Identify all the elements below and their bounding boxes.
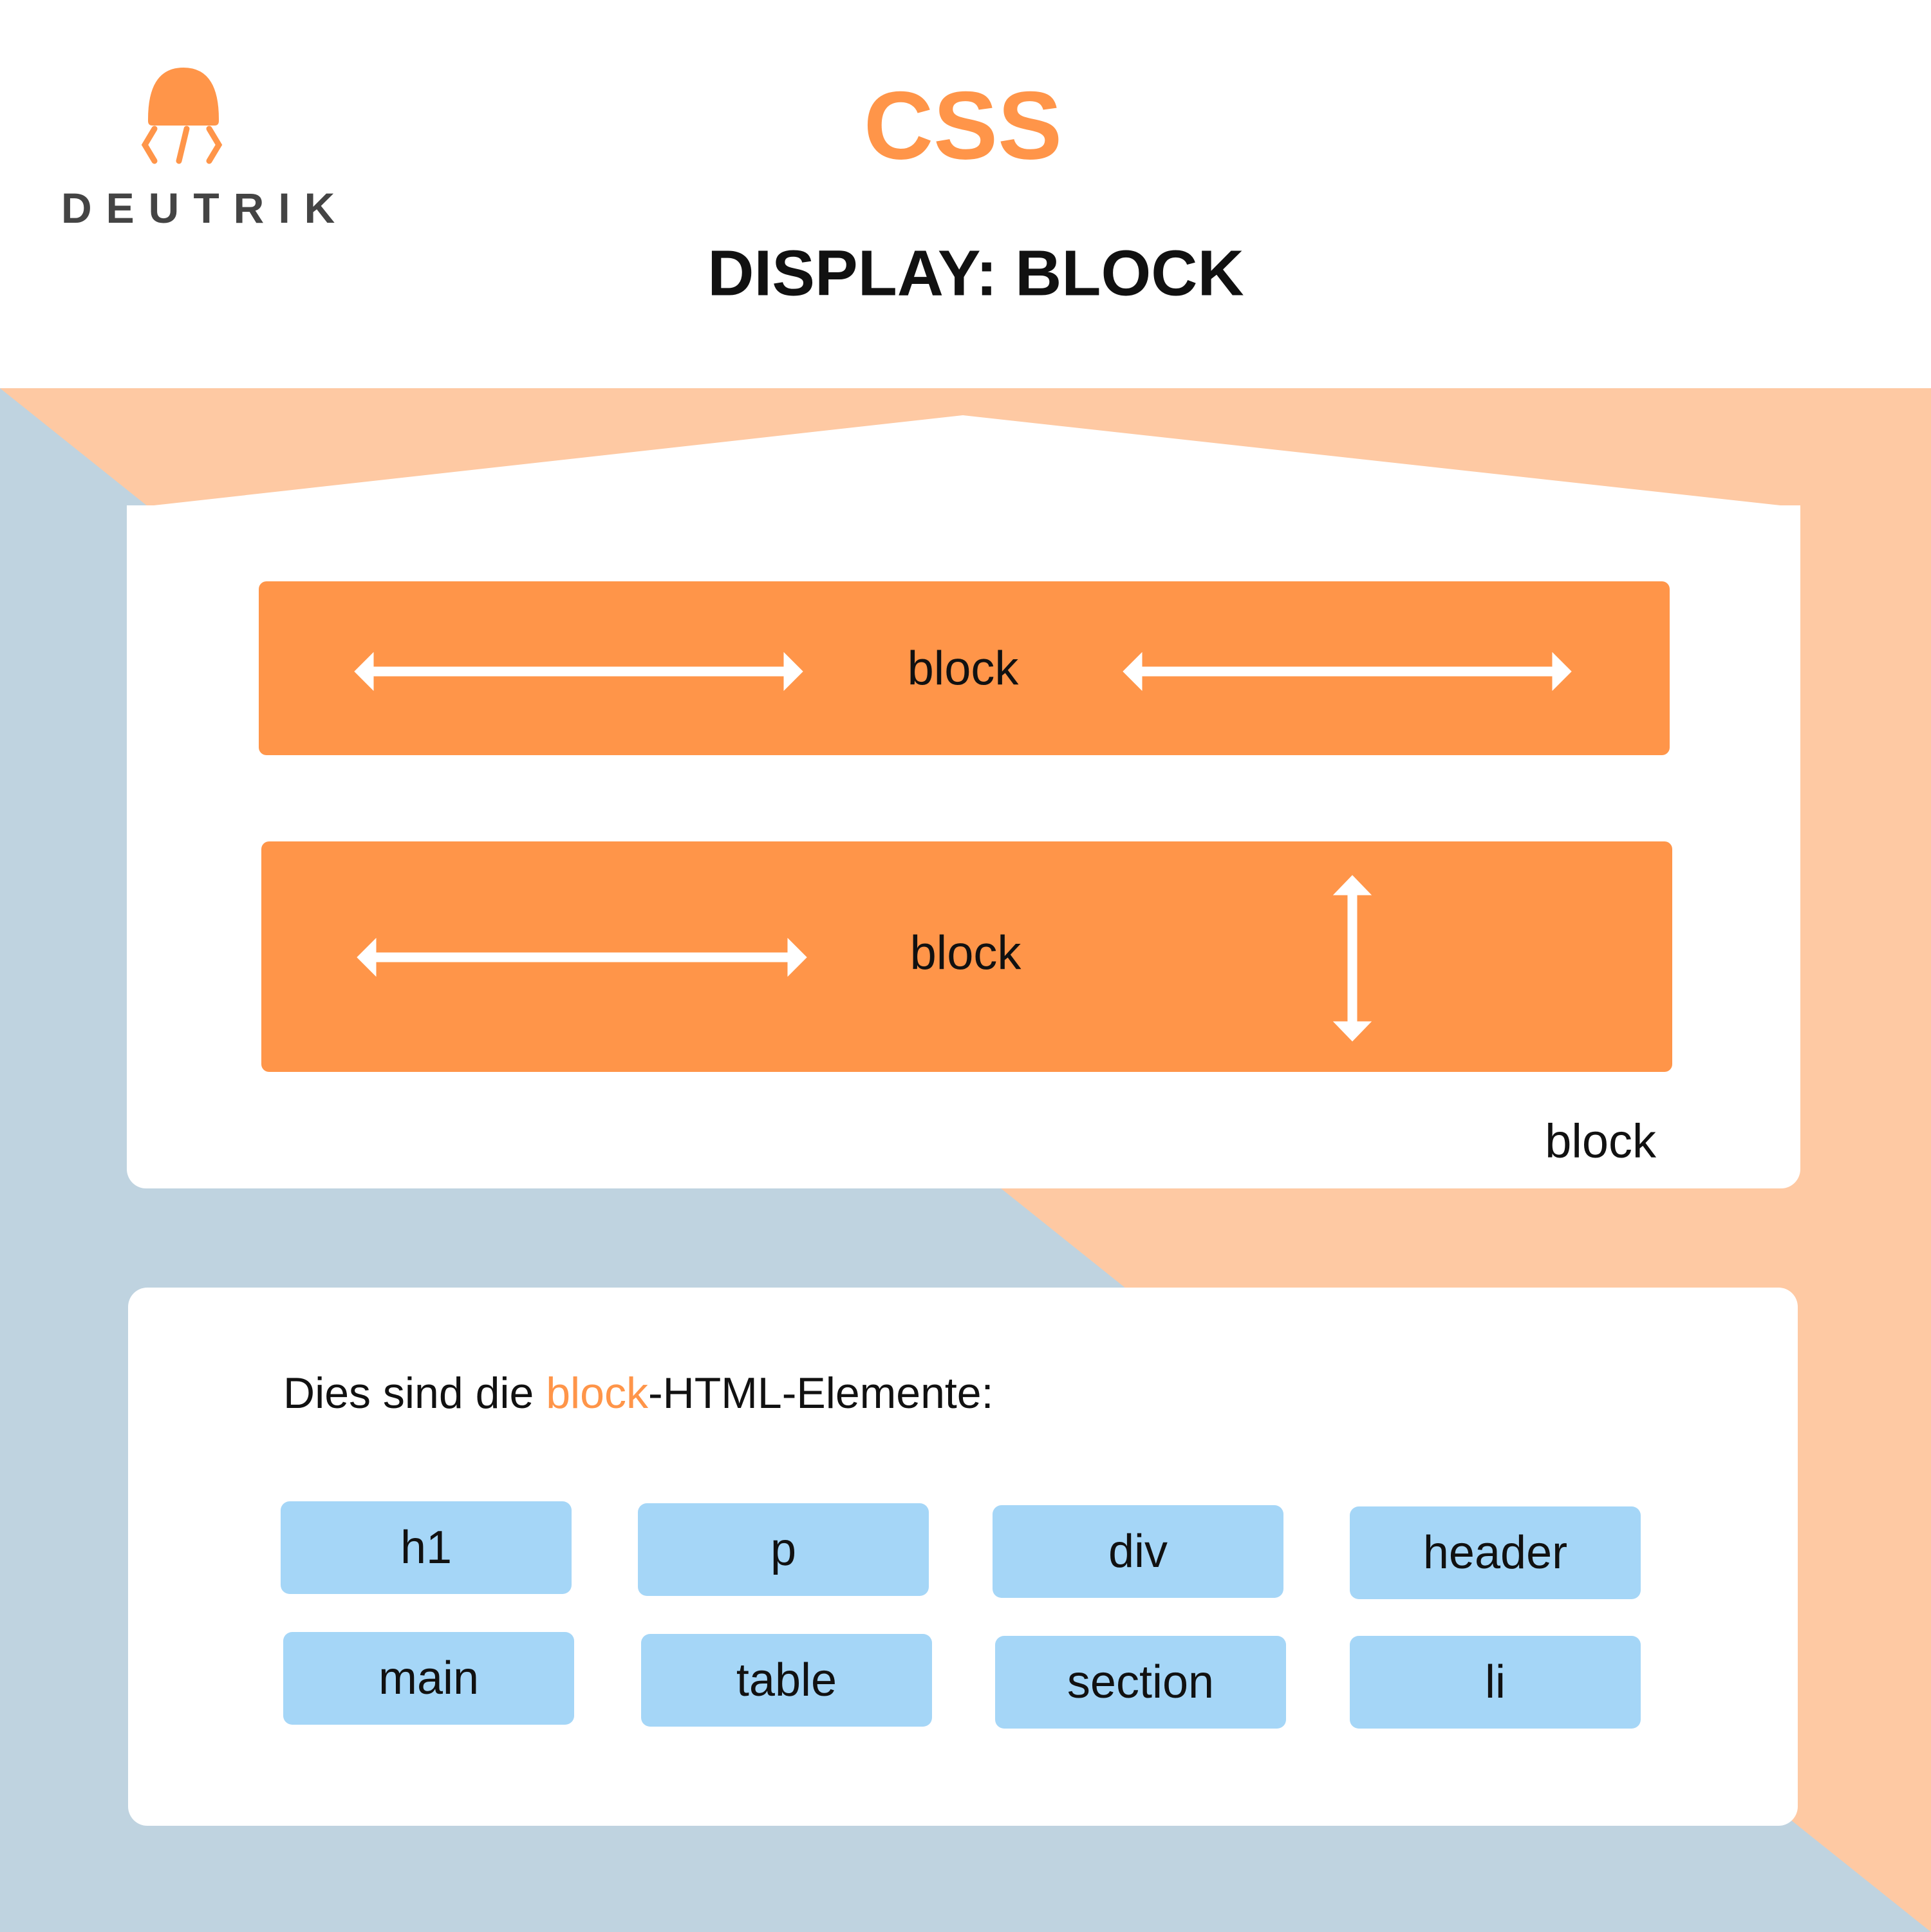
page-title: CSS bbox=[863, 71, 1063, 180]
jellyfish-code-icon bbox=[141, 68, 223, 164]
horizontal-double-arrow-icon bbox=[354, 652, 803, 691]
block-bar-1-label: block bbox=[907, 641, 1019, 695]
element-pill-div: div bbox=[993, 1505, 1283, 1598]
element-pill-table: table bbox=[641, 1634, 932, 1727]
element-pill-li: li bbox=[1350, 1636, 1641, 1729]
element-pill-header: header bbox=[1350, 1506, 1641, 1599]
element-pill-section: section bbox=[995, 1636, 1286, 1729]
heading-highlight: block bbox=[546, 1369, 648, 1418]
element-pill-p: p bbox=[638, 1503, 929, 1596]
vertical-double-arrow-icon bbox=[1332, 875, 1372, 1042]
logo: DEUTRIK bbox=[61, 64, 335, 232]
page-subtitle: DISPLAY: BLOCK bbox=[707, 237, 1244, 310]
block-bar-2-label: block bbox=[910, 926, 1021, 980]
heading-suffix: -HTML-Elemente: bbox=[648, 1369, 994, 1418]
element-pill-h1: h1 bbox=[281, 1501, 572, 1594]
horizontal-double-arrow-icon bbox=[1123, 652, 1572, 691]
elements-heading: Dies sind die block-HTML-Elemente: bbox=[283, 1368, 994, 1418]
block-container-label: block bbox=[1545, 1114, 1656, 1168]
arrows bbox=[354, 652, 1572, 1042]
brand-name: DEUTRIK bbox=[61, 184, 350, 232]
horizontal-double-arrow-icon bbox=[357, 937, 807, 977]
roof-shape bbox=[148, 415, 1786, 506]
element-pill-main: main bbox=[283, 1632, 574, 1725]
heading-prefix: Dies sind die bbox=[283, 1369, 546, 1418]
